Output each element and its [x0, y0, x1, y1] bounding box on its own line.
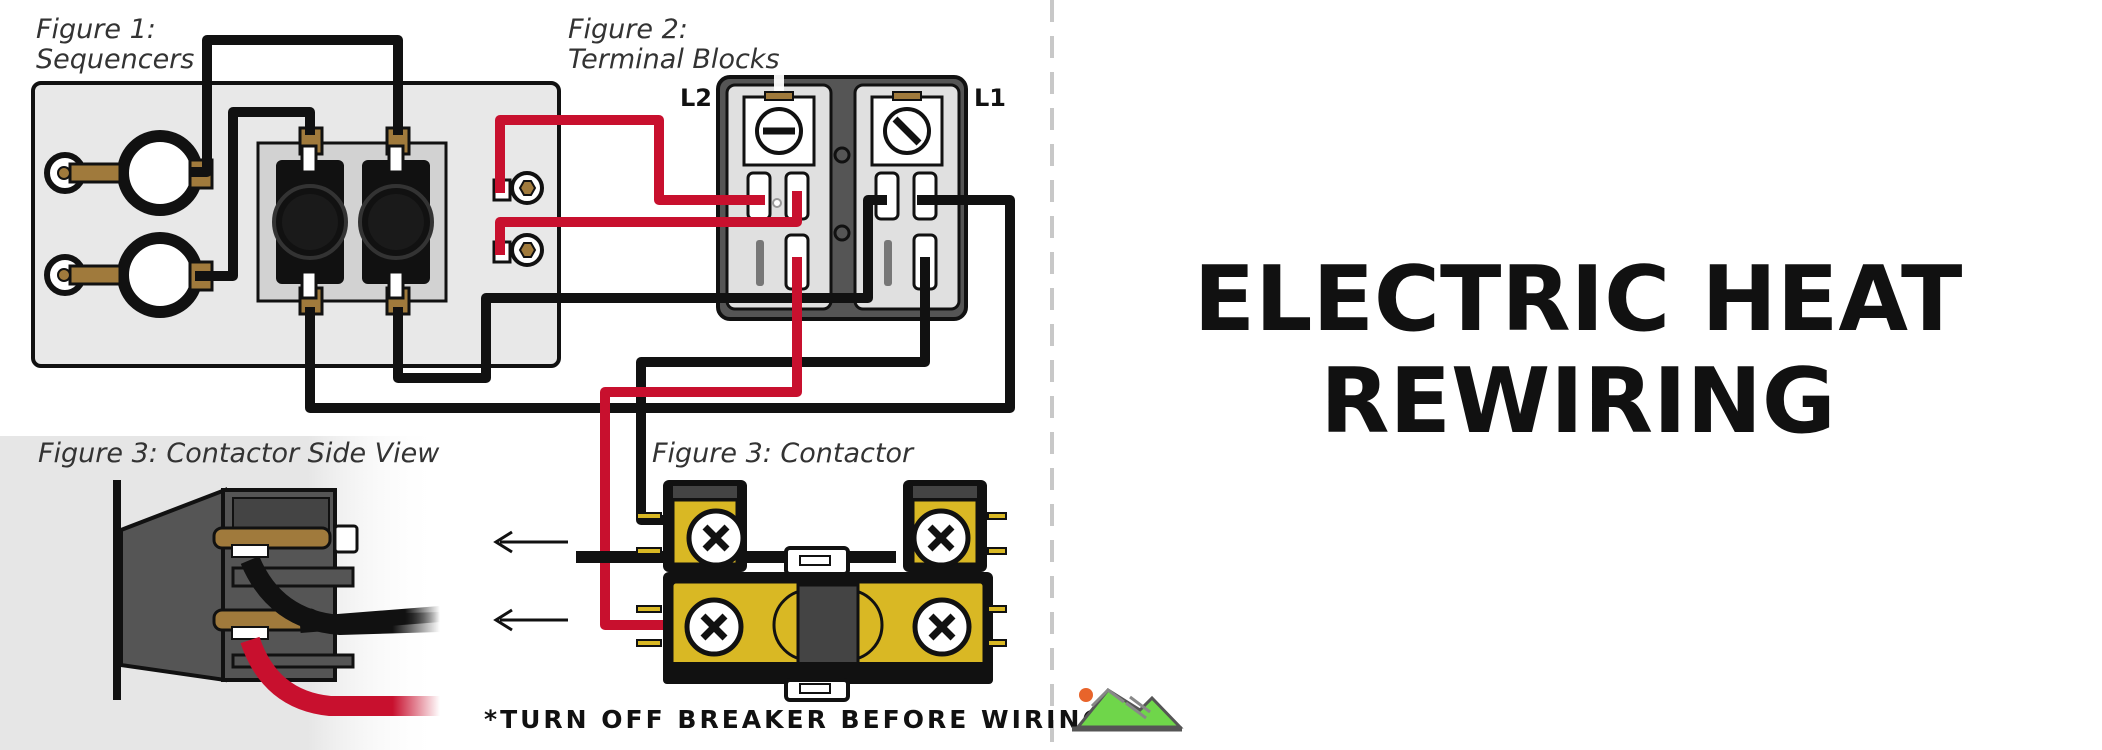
terminal-label-l1: L1: [974, 84, 1006, 112]
fig3-contactor-label: Figure 3: Contactor: [652, 438, 915, 469]
page-title-line1: ELECTRIC HEAT: [1194, 247, 1963, 352]
terminal-block-assembly: [716, 75, 968, 321]
brand-logo-icon: [1072, 688, 1184, 732]
fig2-label-line1: Figure 2:: [568, 14, 688, 45]
relay-left: [272, 160, 348, 284]
relay-right: [358, 160, 434, 284]
wire-black-top-loop: [190, 35, 403, 177]
limit-switch-bottom: [44, 232, 214, 318]
fig1-label-line1: Figure 1:: [36, 14, 156, 45]
terminal-label-l2: L2: [680, 84, 712, 112]
wire-red-to-contactor: [600, 257, 802, 630]
contactor-assembly: [576, 480, 1030, 702]
fig1-label-line2: Sequencers: [36, 44, 194, 75]
wire-red-middle: [495, 191, 802, 255]
contactor-side-view: [113, 480, 441, 716]
wire-black-limit-bottom: [195, 107, 315, 281]
sequencer-side-terminals: [492, 171, 544, 267]
page-title-line2: REWIRING: [1320, 349, 1836, 454]
arrow-left-icon: [493, 530, 568, 554]
sequencer-assembly: [31, 81, 561, 368]
wire-red-top: [495, 115, 765, 205]
breaker-warning: *TURN OFF BREAKER BEFORE WIRING*: [484, 705, 1122, 734]
fig2-label-line2: Terminal Blocks: [568, 44, 780, 75]
contactor-screws: [684, 508, 972, 657]
wire-black-relay-to-block: [305, 195, 1015, 413]
red-wires: [495, 115, 802, 630]
wire-black-relay-right-down: [393, 195, 887, 383]
fig3-side-label: Figure 3: Contactor Side View: [38, 438, 440, 469]
arrow-left-icon: [493, 608, 568, 632]
supply-wires: [764, 18, 922, 101]
